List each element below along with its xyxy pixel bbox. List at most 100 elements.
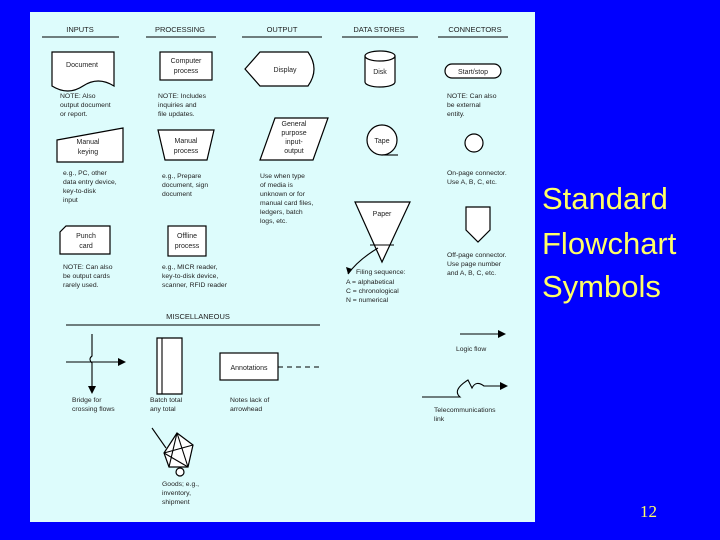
process-note: NOTE: Includes inquiries and file update… [158, 93, 207, 118]
svg-text:input-: input- [285, 139, 303, 146]
svg-text:crossing flows: crossing flows [72, 406, 115, 413]
telecom-note: Telecommunications link [434, 407, 496, 423]
svg-text:keying: keying [78, 149, 98, 156]
svg-text:Use page number: Use page number [447, 261, 502, 268]
svg-text:data entry device,: data entry device, [63, 179, 117, 186]
svg-text:of media is: of media is [260, 182, 293, 189]
manual-process-symbol: Manual process [157, 129, 215, 161]
svg-text:Filing sequence:: Filing sequence: [356, 269, 406, 276]
svg-text:Batch total: Batch total [150, 397, 183, 404]
header-connectors: CONNECTORS [448, 25, 501, 34]
svg-text:link: link [434, 416, 445, 423]
svg-text:NOTE: Also: NOTE: Also [60, 93, 96, 100]
svg-text:rarely used.: rarely used. [63, 282, 99, 289]
offline-process-symbol: Offline process [167, 225, 207, 257]
computer-process-symbol: Computer process [159, 51, 213, 81]
start-stop-symbol: Start/stop [444, 63, 502, 79]
svg-text:Paper: Paper [373, 211, 392, 218]
svg-text:inquiries and: inquiries and [158, 102, 197, 109]
manual-note: e.g., Prepare document, sign document [162, 173, 208, 198]
svg-text:Punch: Punch [76, 233, 96, 240]
keying-note: e.g., PC, other data entry device, key-t… [63, 170, 117, 204]
svg-text:C = chronological: C = chronological [346, 288, 399, 295]
slide-title-line: Standard [542, 181, 668, 216]
svg-text:output: output [284, 148, 304, 155]
svg-text:document, sign: document, sign [162, 182, 208, 189]
telecommunications-link-symbol [422, 379, 508, 398]
svg-text:scanner, RFID reader: scanner, RFID reader [162, 282, 228, 289]
svg-text:Disk: Disk [373, 69, 387, 76]
svg-text:logs, etc.: logs, etc. [260, 218, 287, 225]
svg-text:On-page connector.: On-page connector. [447, 170, 507, 177]
document-symbol: Document [51, 51, 115, 92]
svg-text:process: process [174, 68, 199, 75]
svg-text:be external: be external [447, 102, 481, 109]
svg-text:e.g., MICR reader,: e.g., MICR reader, [162, 264, 218, 271]
header-processing: PROCESSING [155, 25, 205, 34]
svg-text:process: process [174, 148, 199, 155]
svg-text:General: General [282, 121, 307, 128]
svg-text:entity.: entity. [447, 111, 465, 118]
flowchart-figure-panel: INPUTS PROCESSING OUTPUT DATA STORES CON… [30, 12, 535, 522]
svg-text:card: card [79, 243, 93, 250]
svg-text:N = numerical: N = numerical [346, 297, 389, 304]
svg-text:any total: any total [150, 406, 176, 413]
punch-card-symbol: Punch card [59, 225, 111, 255]
connector-note: NOTE: Can also be external entity. [447, 93, 497, 118]
svg-text:Computer: Computer [171, 58, 202, 65]
svg-text:process: process [175, 243, 200, 250]
svg-text:file updates.: file updates. [158, 111, 195, 118]
display-symbol: Display [244, 51, 315, 87]
header-output: OUTPUT [267, 25, 298, 34]
paper-file-symbol: Paper [354, 201, 411, 264]
svg-text:be output cards: be output cards [63, 273, 110, 280]
svg-text:Use A, B, C, etc.: Use A, B, C, etc. [447, 179, 497, 186]
header-inputs: INPUTS [66, 25, 94, 34]
svg-text:inventory,: inventory, [162, 490, 191, 497]
slide-title-line: Flowchart [542, 226, 677, 261]
svg-text:output document: output document [60, 102, 111, 109]
on-page-connector-symbol [464, 133, 484, 153]
svg-text:or report.: or report. [60, 111, 88, 118]
disk-symbol: Disk [364, 50, 396, 88]
svg-text:Goods; e.g.,: Goods; e.g., [162, 481, 199, 488]
tape-symbol: Tape [366, 124, 398, 156]
svg-text:key-to-disk device,: key-to-disk device, [162, 273, 218, 280]
svg-text:A = alphabetical: A = alphabetical [346, 279, 395, 286]
logic-flow-symbol: Logic flow [456, 330, 506, 353]
annotation-symbol: Annotations [219, 352, 320, 381]
bridge-crossing-flows-symbol [66, 334, 126, 394]
svg-text:Manual: Manual [77, 139, 100, 146]
svg-text:shipment: shipment [162, 499, 190, 506]
slide-title-line: Symbols [542, 269, 661, 304]
batch-note: Batch total any total [150, 397, 183, 413]
annotation-note: Notes lack of arrowhead [230, 397, 269, 413]
svg-text:unknown or for: unknown or for [260, 191, 306, 198]
svg-text:NOTE: Can also: NOTE: Can also [447, 93, 497, 100]
svg-text:e.g., PC, other: e.g., PC, other [63, 170, 108, 177]
header-data-stores: DATA STORES [353, 25, 404, 34]
general-note: Use when type of media is unknown or for… [260, 173, 313, 225]
flowchart-symbols-figure: INPUTS PROCESSING OUTPUT DATA STORES CON… [42, 25, 508, 506]
batch-total-symbol [156, 337, 183, 395]
card-note: NOTE: Can also be output cards rarely us… [63, 264, 113, 289]
svg-text:key-to-disk: key-to-disk [63, 188, 96, 195]
svg-text:and A, B, C, etc.: and A, B, C, etc. [447, 270, 496, 277]
svg-text:Annotations: Annotations [231, 365, 268, 372]
svg-text:NOTE: Includes: NOTE: Includes [158, 93, 207, 100]
manual-keying-symbol: Manual keying [56, 127, 124, 163]
goods-note: Goods; e.g., inventory, shipment [162, 481, 199, 506]
svg-text:Notes lack of: Notes lack of [230, 397, 269, 404]
svg-text:NOTE: Can also: NOTE: Can also [63, 264, 113, 271]
filing-sequence-arrow [346, 247, 379, 275]
svg-text:arrowhead: arrowhead [230, 406, 262, 413]
off-page-note: Off-page connector. Use page number and … [447, 252, 507, 277]
page-number: 12 [640, 502, 657, 521]
on-page-note: On-page connector. Use A, B, C, etc. [447, 170, 507, 186]
off-page-connector-symbol [465, 206, 491, 243]
svg-text:Start/stop: Start/stop [458, 69, 488, 76]
svg-text:Telecommunications: Telecommunications [434, 407, 496, 414]
svg-text:Document: Document [66, 62, 98, 69]
filing-note: Filing sequence: A = alphabetical C = ch… [346, 269, 406, 304]
svg-text:manual card files,: manual card files, [260, 200, 313, 207]
